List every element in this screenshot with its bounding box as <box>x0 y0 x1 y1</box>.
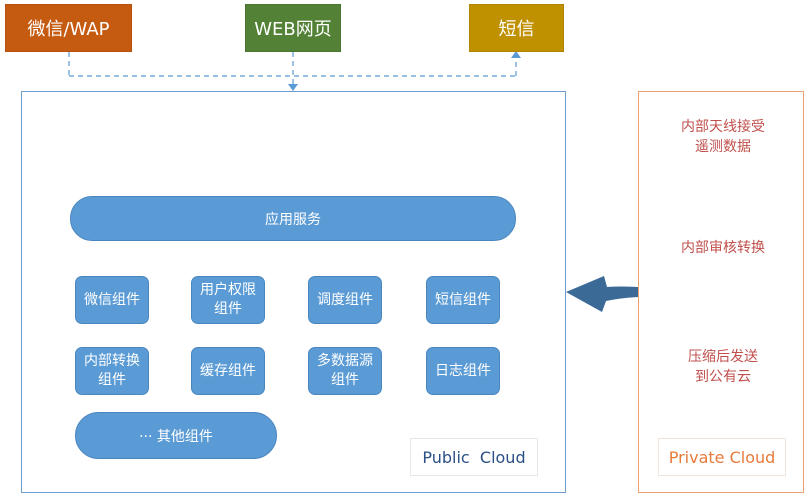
public-cloud-label: Public Cloud <box>410 438 538 476</box>
component-label: 调度组件 <box>317 291 373 308</box>
private-cloud-label-text: Private Cloud <box>668 447 776 467</box>
component-wechat: 微信组件 <box>75 276 149 324</box>
security-label: 安全认证体系 <box>230 126 356 150</box>
other-components-bar: ··· 其他组件 <box>75 412 277 459</box>
component-log: 日志组件 <box>426 347 500 395</box>
web-box: WEB网页 <box>245 4 341 52</box>
wechat-wap-label: 微信/WAP <box>27 19 110 40</box>
wechat-wap-box: 微信/WAP <box>5 4 132 52</box>
private-step-receive: 内部天线接受 遥测数据 <box>659 116 787 158</box>
web-label: WEB网页 <box>254 19 332 40</box>
step-label-line2: 遥测数据 <box>695 139 751 155</box>
private-to-public-arrow <box>566 276 638 312</box>
private-cloud-label: Private Cloud <box>658 438 786 476</box>
component-label: 短信组件 <box>435 291 491 308</box>
component-label-line2: 组件 <box>98 372 126 388</box>
component-label: 日志组件 <box>435 362 491 379</box>
private-cloud-frame <box>638 91 804 493</box>
sms-box: 短信 <box>469 4 564 52</box>
component-internal-conversion: 内部转换 组件 <box>75 347 149 395</box>
step-label: 压缩后发送 <box>688 349 758 365</box>
arrow-up-to-sms <box>511 51 521 58</box>
step-label: 内部天线接受 <box>681 119 765 135</box>
component-label-line2: 组件 <box>214 301 242 317</box>
arrow-down-to-public <box>288 84 298 91</box>
component-cache: 缓存组件 <box>191 347 265 395</box>
step-label: 内部审核转换 <box>681 239 765 256</box>
component-user-permission: 用户权限 组件 <box>191 276 265 324</box>
step-label-line2: 到公有云 <box>695 369 751 385</box>
sms-label: 短信 <box>498 19 535 40</box>
component-scheduling: 调度组件 <box>308 276 382 324</box>
service-label: 应用服务 <box>265 211 321 228</box>
component-label: 用户权限 <box>200 282 256 298</box>
other-components-label: ··· 其他组件 <box>139 428 213 445</box>
dashed-connectors <box>68 52 517 86</box>
component-label: 内部转换 <box>84 353 140 369</box>
component-label: 微信组件 <box>84 291 140 308</box>
public-cloud-label-text: Public Cloud <box>422 447 526 467</box>
security-text: 安全认证体系 <box>253 132 332 148</box>
private-step-review: 内部审核转换 <box>659 229 787 266</box>
component-sms: 短信组件 <box>426 276 500 324</box>
component-label: 缓存组件 <box>200 362 256 379</box>
component-multi-datasource: 多数据源 组件 <box>308 347 382 395</box>
private-step-compress-send: 压缩后发送 到公有云 <box>659 345 787 389</box>
application-service-bar: 应用服务 <box>70 196 516 241</box>
component-label-line2: 组件 <box>331 372 359 388</box>
component-label: 多数据源 <box>317 353 373 369</box>
